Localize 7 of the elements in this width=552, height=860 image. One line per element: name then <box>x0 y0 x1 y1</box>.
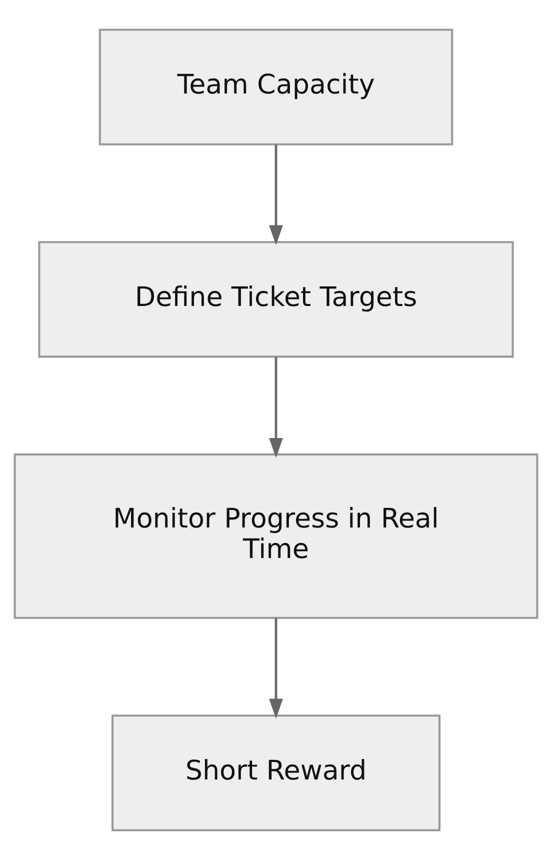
node-box: Team Capacity <box>98 28 454 146</box>
arrow <box>269 618 283 719</box>
arrow <box>269 356 283 458</box>
node-box: Short Reward <box>112 714 440 832</box>
arrow <box>269 144 283 246</box>
node-box: Monitor Progress in Real Time <box>14 453 538 619</box>
node-box: Define Ticket Targets <box>38 241 514 358</box>
